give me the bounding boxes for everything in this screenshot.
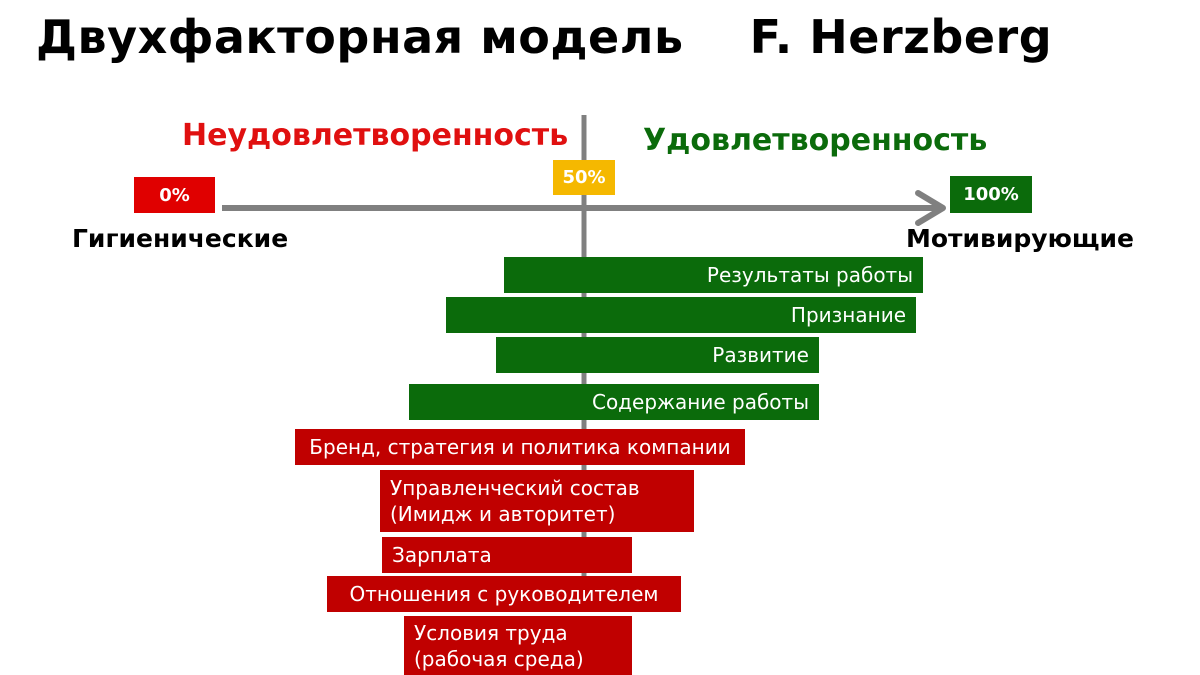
marker-100-percent: 100% xyxy=(950,176,1032,213)
page-title: Двухфакторная модель F. Herzberg xyxy=(36,10,1053,64)
factor-bar-salary: Зарплата xyxy=(382,537,632,573)
factor-bar-company-policy: Бренд, стратегия и политика компании xyxy=(295,429,745,465)
axis-arrow-head xyxy=(915,190,946,226)
satisfaction-label: Удовлетворенность xyxy=(643,123,988,158)
factor-bar-supervisor-relations: Отношения с руководителем xyxy=(327,576,681,612)
factor-bar-work-content: Содержание работы xyxy=(409,384,819,420)
marker-50-percent: 50% xyxy=(553,160,615,195)
hygiene-end-label: Гигиенические xyxy=(72,224,289,253)
factor-bar-work-results: Результаты работы xyxy=(504,257,923,293)
factor-bar-growth: Развитие xyxy=(496,337,819,373)
factor-bar-work-conditions: Условия труда (рабочая среда) xyxy=(404,616,632,675)
marker-0-percent: 0% xyxy=(134,177,215,213)
motivator-end-label: Мотивирующие xyxy=(906,224,1135,253)
factor-bar-recognition: Признание xyxy=(446,297,916,333)
factor-bar-management: Управленческий состав (Имидж и авторитет… xyxy=(380,470,694,532)
dissatisfaction-label: Неудовлетворенность xyxy=(182,118,569,153)
